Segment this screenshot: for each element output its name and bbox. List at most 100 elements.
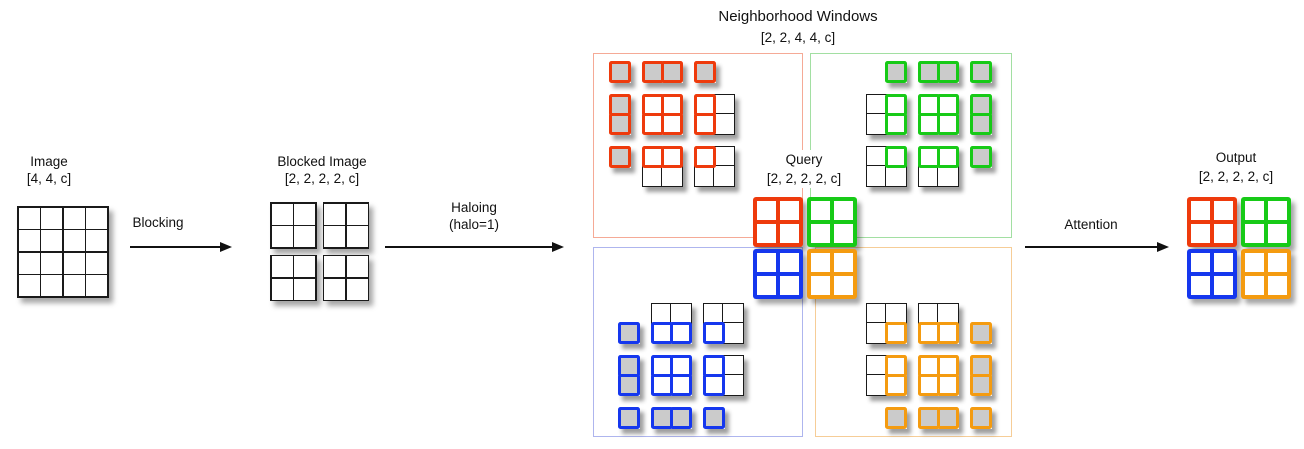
windows-shape: [2, 2, 4, 4, c]	[760, 30, 836, 45]
grid-cell	[294, 203, 315, 225]
window-block-group	[970, 61, 992, 83]
window-block-group	[618, 355, 640, 396]
grid-cell	[757, 253, 776, 272]
arrow-shaft	[385, 245, 553, 249]
halo-cell	[970, 113, 992, 135]
window-block-group	[703, 355, 744, 396]
window-block-group	[642, 61, 683, 83]
halo-cell	[694, 61, 716, 83]
halo-cell	[670, 407, 692, 429]
window-box-top-left	[593, 53, 803, 238]
halo-cell	[618, 322, 640, 344]
window-cell	[937, 374, 959, 396]
grid-cell	[271, 226, 293, 247]
window-cell	[661, 113, 683, 135]
arrow-shaft	[130, 245, 221, 249]
window-cell	[937, 113, 959, 135]
window-cell	[670, 322, 692, 344]
window-block-group	[651, 303, 692, 344]
image-shape: [4, 4, c]	[26, 171, 72, 186]
window-drawing-top-left	[609, 61, 735, 187]
grid-cell	[1245, 253, 1264, 272]
grid-cell	[834, 276, 853, 295]
window-drawing-bottom-right	[866, 303, 992, 429]
window-block-group	[970, 407, 992, 429]
grid-cell	[41, 230, 62, 251]
window-cell	[703, 374, 725, 396]
grid-cell	[1191, 201, 1210, 220]
output-label: Output [2, 2, 2, 2, c]	[1199, 148, 1273, 186]
haloing-arrow	[385, 242, 564, 252]
window-block-group	[866, 94, 907, 135]
arrow-head-icon	[552, 242, 564, 252]
blocked-block-grid	[322, 202, 369, 249]
grid-cell	[1191, 276, 1210, 295]
haloing-label-line2: (halo=1)	[449, 217, 499, 232]
grid-cell	[780, 253, 799, 272]
grid-cell	[63, 275, 85, 296]
window-block-group	[651, 355, 692, 396]
blocking-label: Blocking	[132, 214, 183, 231]
grid-cell	[41, 207, 62, 229]
grid-cell	[324, 203, 345, 225]
grid-cell	[63, 252, 85, 274]
grid-cell	[1245, 224, 1264, 243]
window-block-group	[866, 146, 907, 187]
output-grids	[1187, 197, 1291, 299]
query-block-red	[753, 197, 803, 247]
query-shape: [2, 2, 2, 2, c]	[766, 171, 842, 186]
query-label: Query [2, 2, 2, 2, c]	[762, 150, 846, 188]
halo-cell	[937, 407, 959, 429]
window-block-group	[918, 94, 959, 135]
window-block-group	[651, 407, 692, 429]
window-cell	[937, 146, 959, 168]
grid-cell	[346, 226, 368, 247]
window-box-bottom-left	[593, 247, 803, 437]
halo-cell	[703, 407, 725, 429]
grid-cell	[811, 253, 830, 272]
window-box-top-right	[810, 53, 1012, 238]
window-block-group	[918, 61, 959, 83]
halo-cell	[618, 407, 640, 429]
grid-cell	[63, 207, 85, 229]
grid-cell	[86, 275, 107, 296]
window-block-group	[642, 146, 683, 187]
window-block-group	[918, 355, 959, 396]
grid-cell	[757, 201, 776, 220]
query-title: Query	[785, 152, 823, 167]
halo-cell	[970, 407, 992, 429]
outside-cell	[937, 165, 959, 187]
query-block-orange	[807, 249, 857, 299]
grid-cell	[18, 207, 40, 229]
grid-cell	[18, 252, 40, 274]
grid-cell	[1191, 224, 1210, 243]
window-block-group	[694, 146, 735, 187]
window-block-group	[642, 94, 683, 135]
outside-cell	[885, 165, 907, 187]
window-cell	[885, 322, 907, 344]
window-block-group	[918, 303, 959, 344]
query-grids	[753, 197, 857, 299]
blocked-image-label: Blocked Image [2, 2, 2, 2, c]	[277, 153, 366, 187]
grid-cell	[834, 201, 853, 220]
window-block-group	[694, 94, 735, 135]
halo-cell	[618, 374, 640, 396]
attention-label: Attention	[1064, 216, 1117, 233]
window-block-group	[970, 355, 992, 396]
window-cell	[694, 113, 716, 135]
grid-cell	[1214, 201, 1233, 220]
halo-cell	[609, 146, 631, 168]
window-block-group	[694, 61, 716, 83]
outside-cell	[722, 374, 744, 396]
grid-cell	[1245, 276, 1264, 295]
output-title: Output	[1215, 150, 1257, 165]
outside-cell	[713, 165, 735, 187]
blocked-image-grids	[270, 202, 369, 301]
window-block-group	[866, 303, 907, 344]
output-block-orange	[1241, 249, 1291, 299]
outside-cell	[713, 113, 735, 135]
grid-cell	[271, 256, 293, 277]
grid-cell	[1268, 276, 1287, 295]
grid-cell	[41, 252, 62, 274]
grid-cell	[18, 275, 40, 296]
